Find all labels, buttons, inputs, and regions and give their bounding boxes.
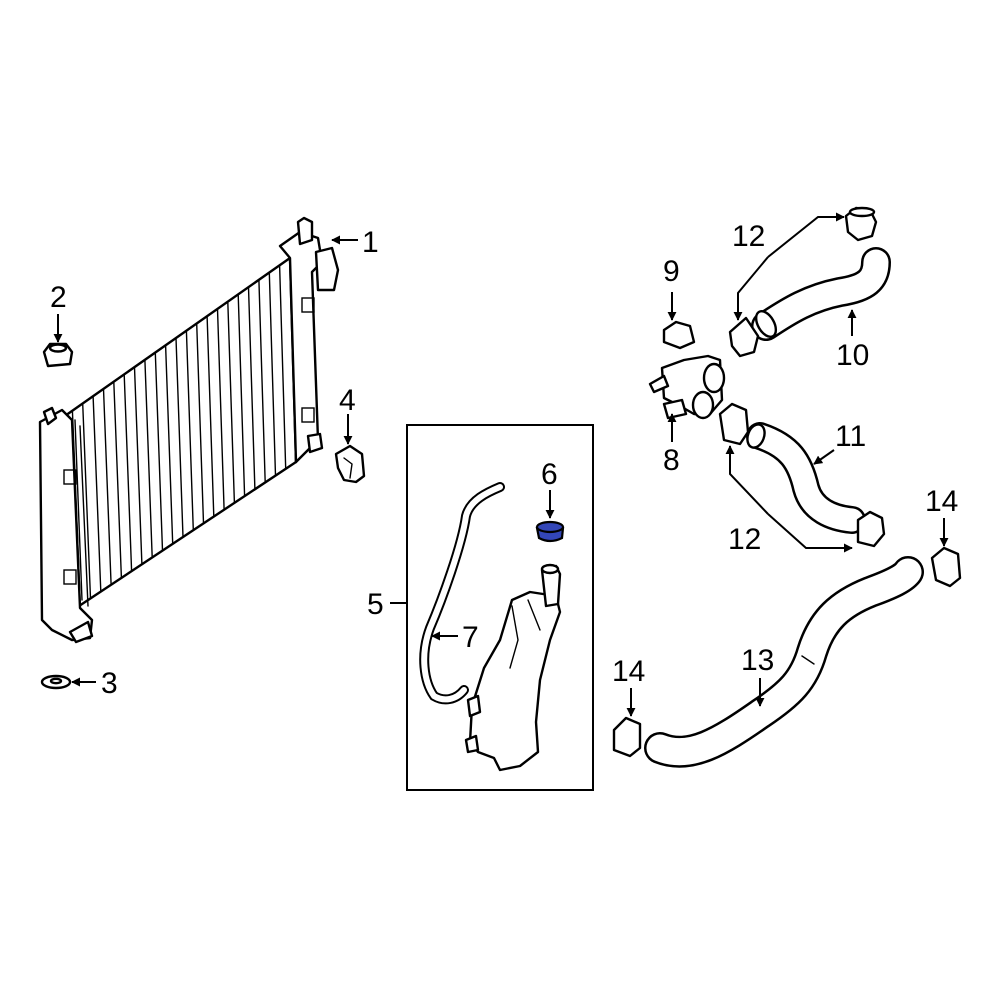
radiator-fin-line: [81, 402, 92, 600]
radiator-hose-middle[interactable]: [744, 422, 866, 534]
radiator-fin-line: [154, 351, 164, 552]
radiator-fin-line: [258, 279, 266, 484]
radiator-fin-line: [185, 330, 195, 531]
reservoir-cap[interactable]: [535, 520, 565, 543]
callout-11: 11: [835, 420, 866, 453]
radiator-fin-line: [123, 373, 133, 572]
callout-10: 10: [836, 339, 869, 372]
hose-clamp-upper-b[interactable]: [844, 206, 878, 242]
callout-14-left: 14: [612, 655, 645, 688]
hose-clamp-middle-a[interactable]: [718, 402, 750, 446]
callout-12-lower: 12: [728, 523, 761, 556]
callout-5: 5: [367, 588, 384, 621]
callout-6: 6: [541, 458, 558, 491]
mount-insulator-lower[interactable]: [40, 674, 72, 690]
hose-clamp-lower-right[interactable]: [930, 546, 962, 588]
callout-2: 2: [50, 281, 67, 314]
callout-labels: 1 2 3 4 5 6 7 8 9 10 11 12 12 13 14 14: [50, 220, 958, 700]
hose-clamp-middle-b[interactable]: [856, 510, 886, 548]
radiator-fin-line: [175, 337, 184, 538]
callout-8: 8: [663, 444, 680, 477]
leader-lines: [53, 212, 949, 717]
radiator-fin-line: [195, 322, 205, 525]
radiator[interactable]: [38, 216, 340, 644]
hose-clamp-lower-left[interactable]: [612, 716, 642, 758]
radiator-fin-line: [102, 388, 112, 586]
callout-7: 7: [462, 621, 479, 654]
radiator-fin-line: [133, 366, 143, 565]
mount-bushing-upper[interactable]: [42, 342, 74, 368]
callout-12-upper: 12: [732, 220, 765, 253]
radiator-fin-line: [113, 380, 123, 579]
overflow-hose[interactable]: [419, 482, 505, 705]
callout-4: 4: [339, 384, 356, 417]
radiator-fin-line: [92, 395, 102, 593]
callout-9: 9: [663, 255, 680, 288]
hose-clamp-upper-a[interactable]: [728, 316, 760, 358]
radiator-bracket[interactable]: [334, 444, 366, 484]
thermostat-housing[interactable]: [648, 354, 726, 420]
radiator-fin-line: [237, 293, 246, 497]
callout-1: 1: [362, 226, 379, 259]
callout-13: 13: [741, 644, 774, 677]
callout-14-right: 14: [925, 485, 958, 518]
radiator-fin-line: [164, 344, 174, 545]
radiator-hose-upper[interactable]: [751, 247, 891, 341]
radiator-fin-line: [247, 286, 256, 490]
radiator-fin-line: [278, 264, 287, 470]
radiator-fin-line: [144, 359, 153, 559]
radiator-fin-line: [206, 315, 215, 518]
radiator-cap[interactable]: [662, 320, 696, 350]
radiator-hose-lower[interactable]: [644, 556, 924, 768]
reservoir-kit-box: [406, 424, 594, 791]
coolant-reservoir[interactable]: [464, 563, 562, 772]
radiator-fin-line: [216, 308, 225, 511]
radiator-fin-line: [268, 271, 277, 477]
callout-3: 3: [101, 667, 118, 700]
radiator-fin-line: [227, 300, 236, 504]
